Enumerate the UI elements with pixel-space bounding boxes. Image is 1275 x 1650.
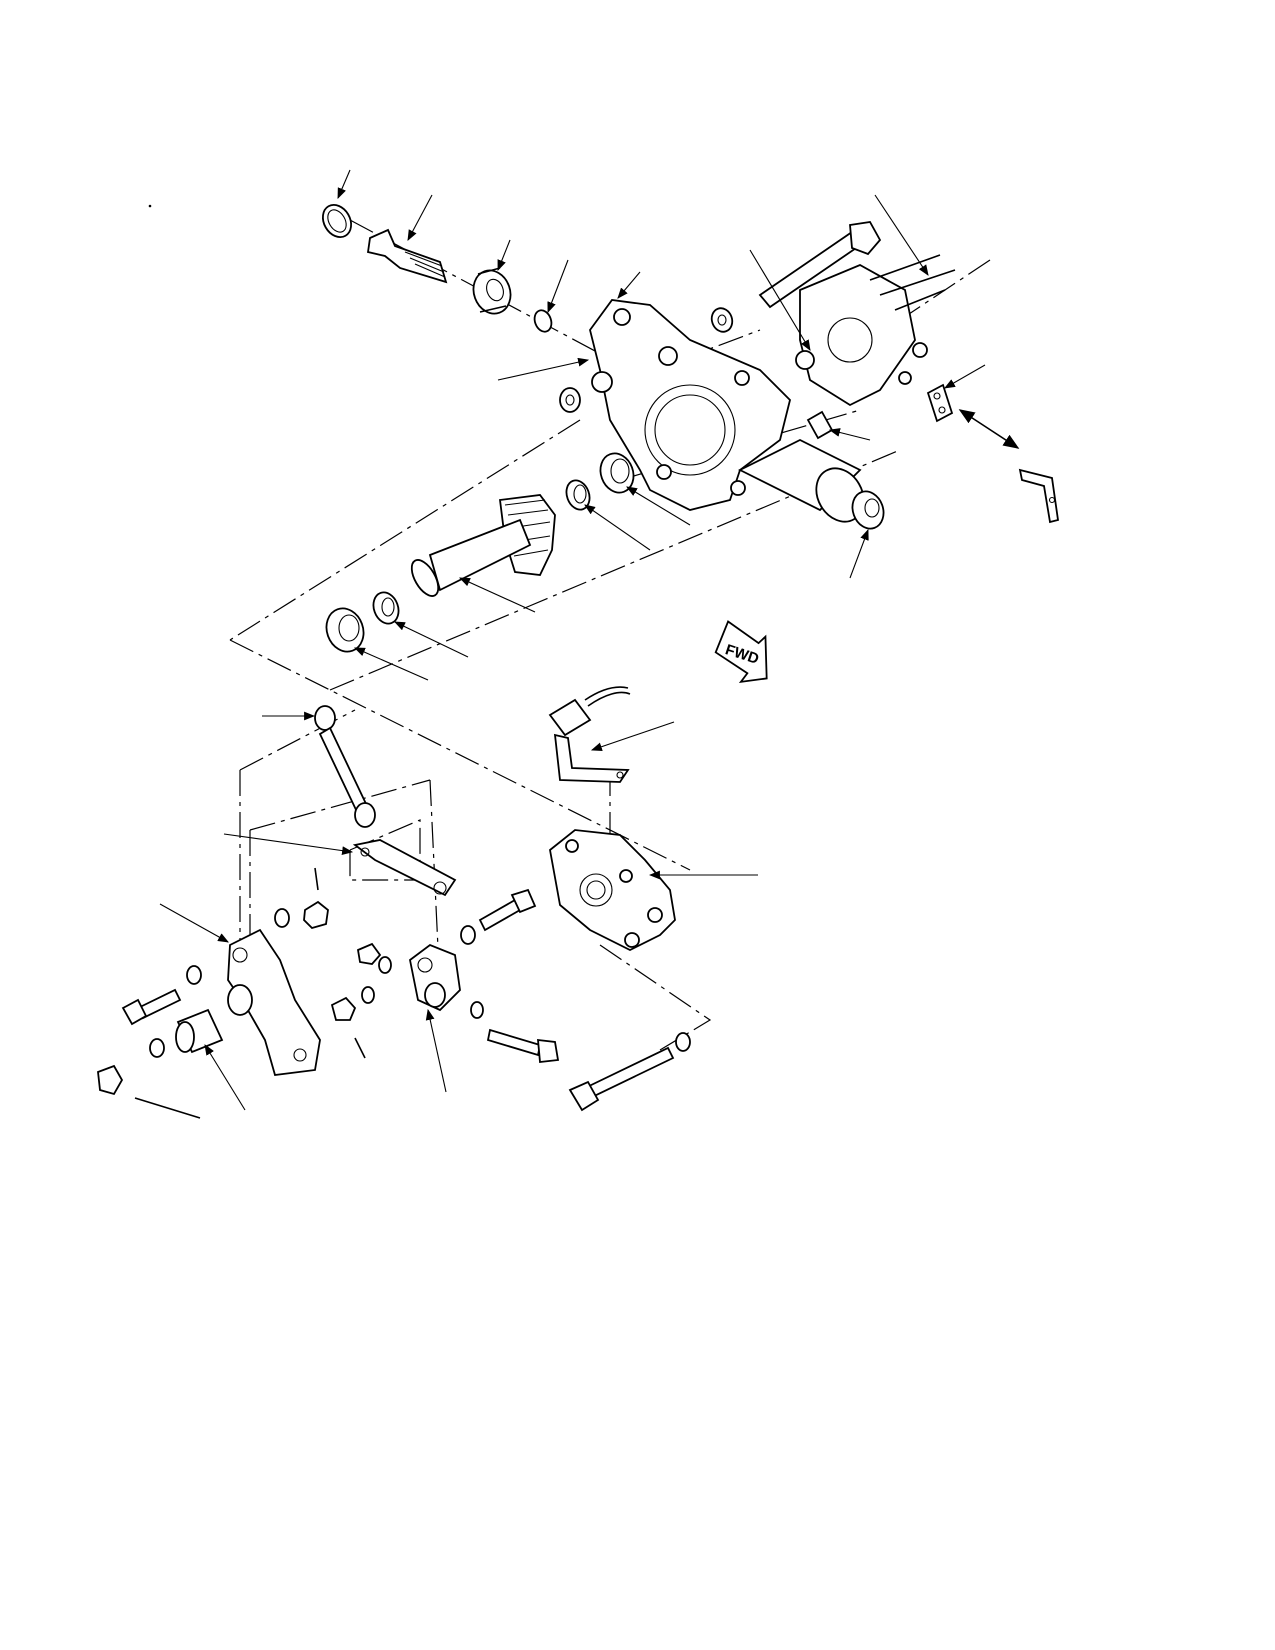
bolt-middle [486,1028,560,1063]
washer-left [559,387,581,413]
bolt-left [121,988,182,1026]
long-bolt-upper [758,221,882,309]
retaining-ring [321,204,353,238]
speck [148,204,152,208]
support-flange [549,829,676,952]
seal-lower [325,607,365,653]
mount-bracket [795,254,956,407]
bolt-upper-lower [478,888,537,932]
flat-arm [352,839,457,897]
replace-arrow [958,409,1020,449]
bell-crank-left [227,928,321,1076]
callout-leaders [159,169,986,1111]
gearbox-housing [589,299,865,523]
bracket-clip [1018,468,1060,524]
snap-ring-housing [565,479,591,511]
forward-direction-indicator: FWD [714,620,768,684]
small-plate [926,383,954,423]
link-rod [314,705,376,828]
washer-upper [710,307,734,333]
bearing-upper [472,267,512,315]
bolt-long [568,1046,675,1112]
switch-bracket [548,686,631,783]
splined-shaft [366,228,448,284]
snap-ring-lower [372,591,400,625]
bearing-right [851,490,885,530]
bushing-lower [175,1008,224,1054]
lock-washer [533,309,553,333]
bell-crank-middle [409,943,461,1012]
cotter-pins [134,867,366,1119]
seal-housing [599,452,635,494]
washers-nuts-lower [97,900,691,1096]
sector-gear-shaft [410,494,556,597]
bushing [806,410,834,440]
